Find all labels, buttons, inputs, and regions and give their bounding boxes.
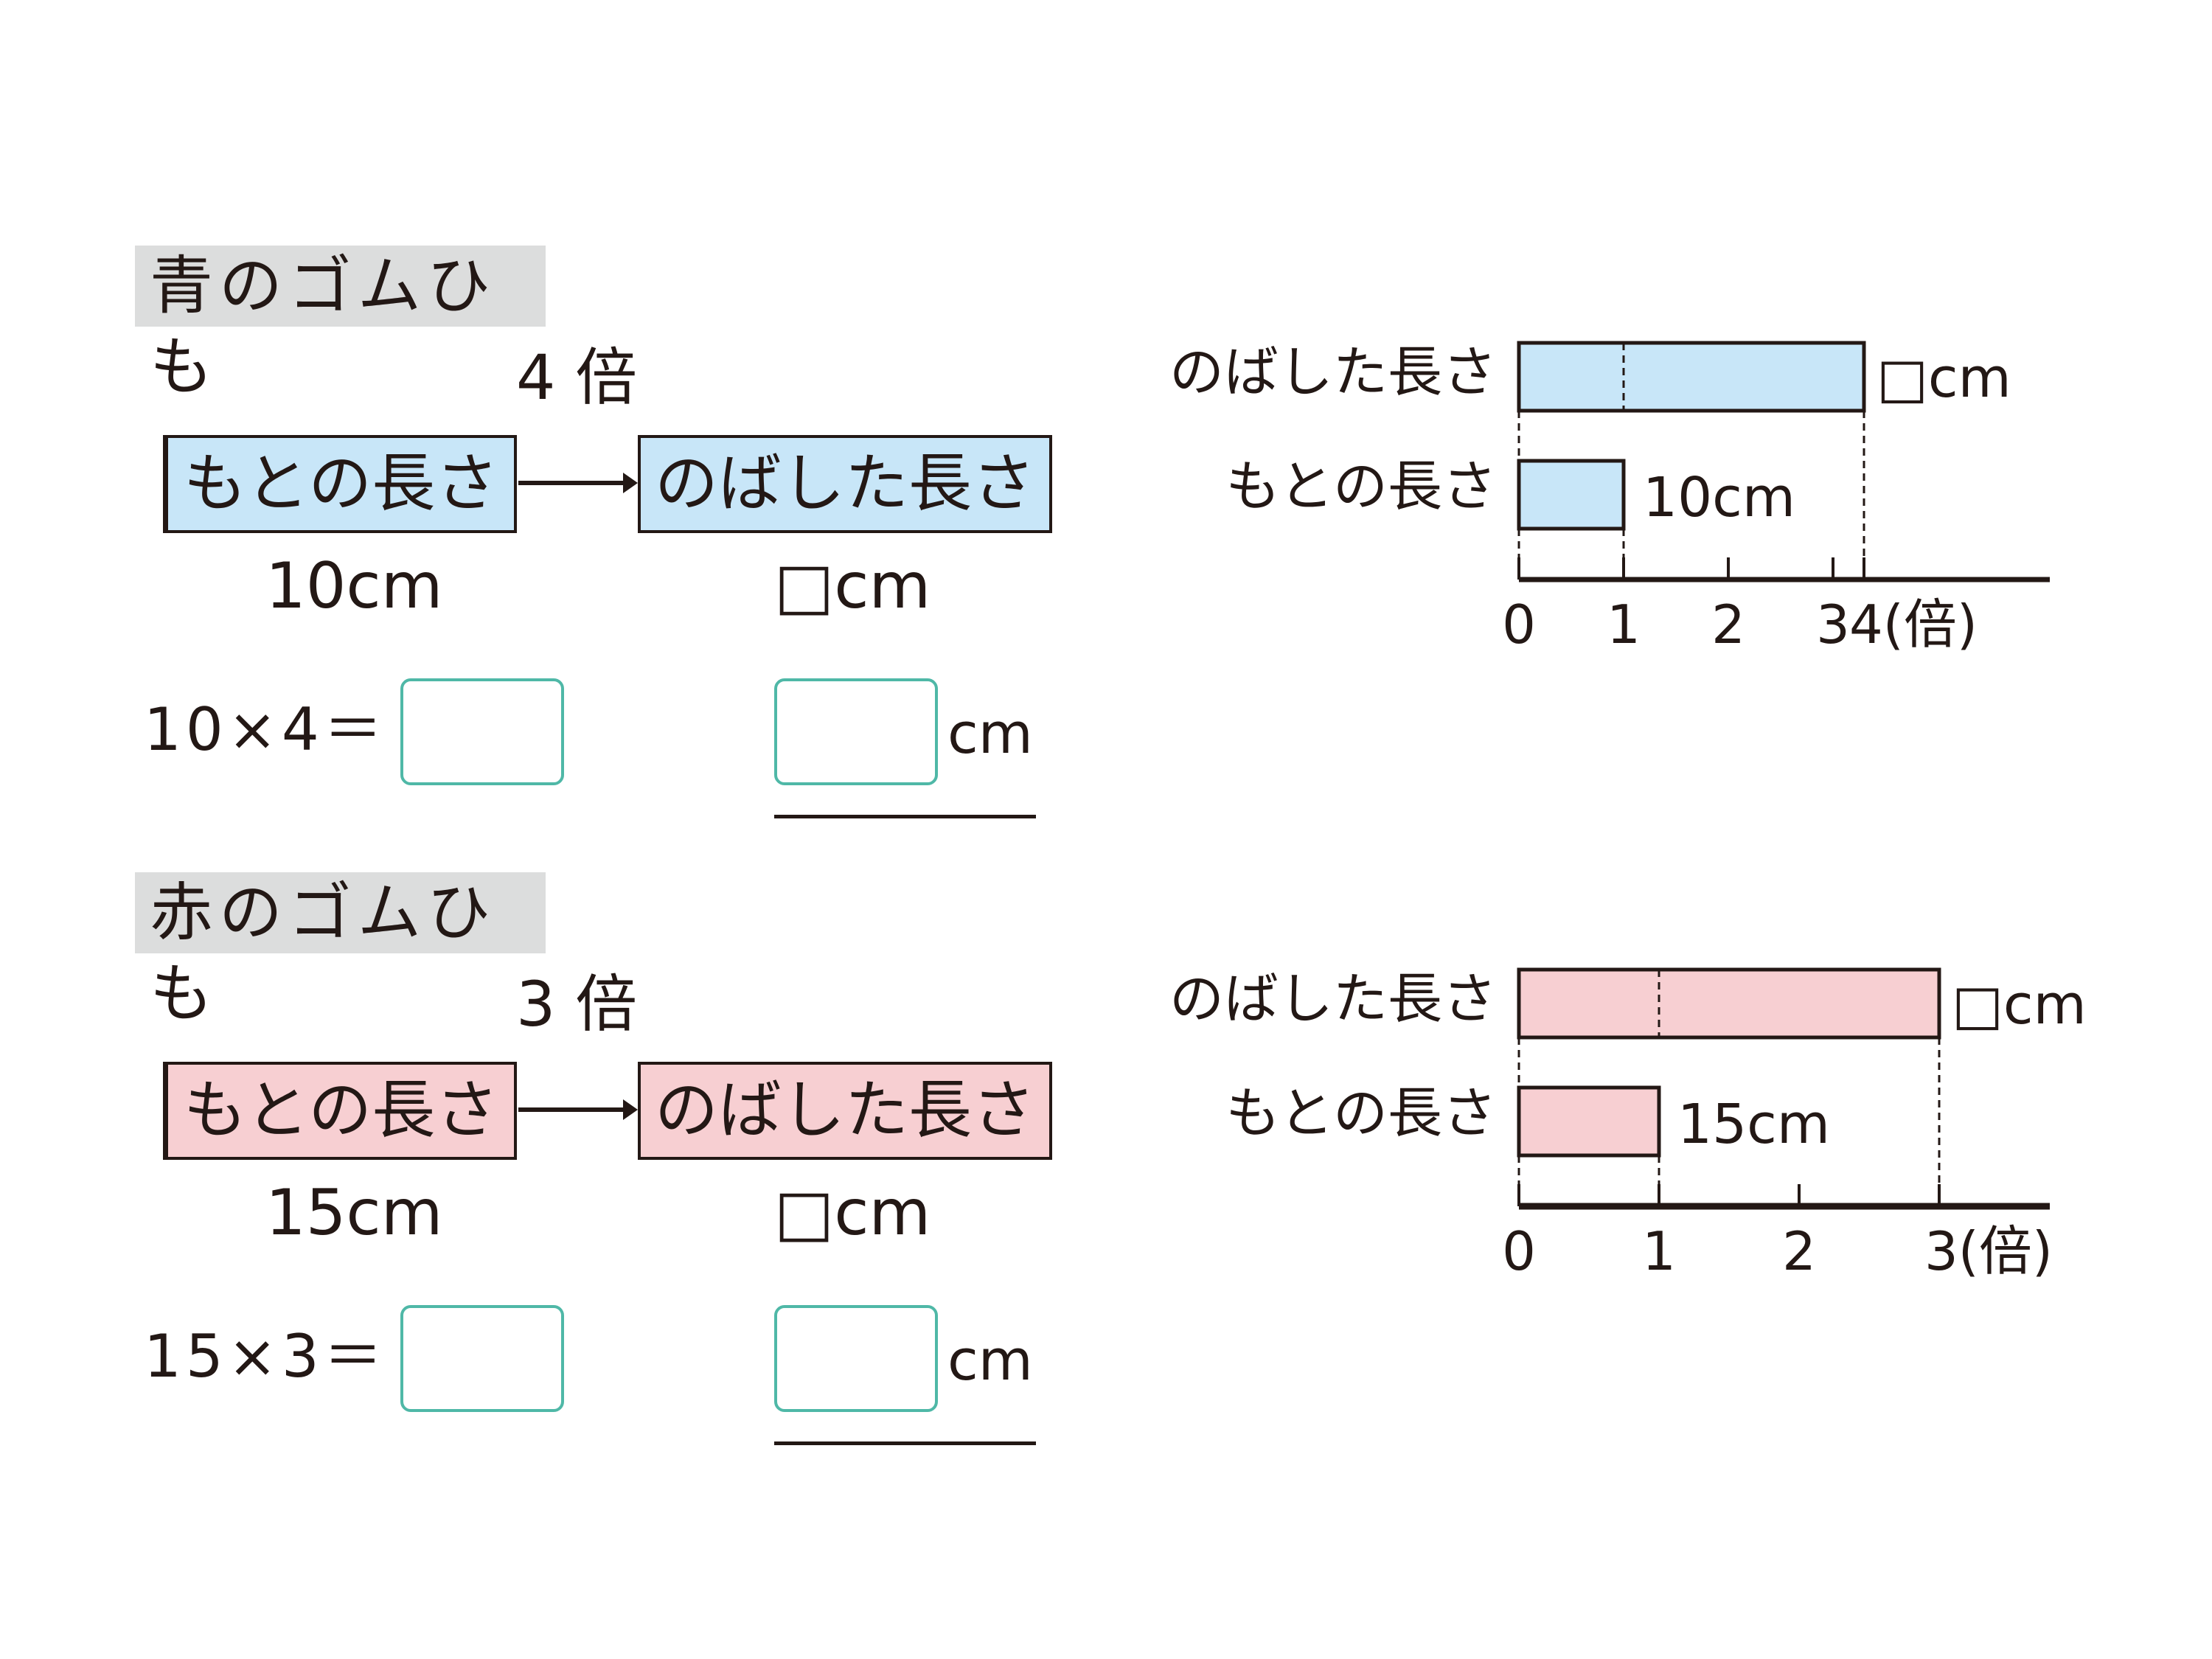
original-length-box: もとの長さ bbox=[163, 435, 517, 533]
original-length-box: もとの長さ bbox=[163, 1062, 517, 1160]
arrow-icon bbox=[518, 473, 638, 493]
section-title: 青のゴムひも bbox=[135, 246, 546, 404]
tick-label: 1 bbox=[1607, 594, 1641, 655]
equation: 10×4＝ bbox=[144, 695, 387, 764]
answer-underline bbox=[774, 1441, 1036, 1445]
stretched-value-label: □cm bbox=[1877, 347, 2011, 410]
final-answer-box[interactable] bbox=[774, 1305, 938, 1412]
stretched-length-value: □cm bbox=[774, 549, 931, 623]
calculation-answer-box[interactable] bbox=[400, 678, 564, 785]
stretched-length-box: のばした長さ bbox=[638, 435, 1052, 533]
blue-rubber-band-section: 青のゴムひも 4 倍 もとの長さ のばした長さ 10cm □cm 10×4＝ c… bbox=[0, 0, 2212, 818]
answer-unit: cm bbox=[947, 700, 1033, 766]
stretched-length-box: のばした長さ bbox=[638, 1062, 1052, 1160]
tick-label: 3 bbox=[1816, 594, 1850, 655]
stretched-value-label: □cm bbox=[1952, 973, 2087, 1037]
red-rubber-band-section: 赤のゴムひも 3 倍 もとの長さ のばした長さ 15cm □cm 15×3＝ c… bbox=[0, 627, 2212, 1445]
section-title: 赤のゴムひも bbox=[135, 872, 546, 1031]
original-length-value: 10cm bbox=[265, 549, 443, 623]
calculation-answer-box[interactable] bbox=[400, 1305, 564, 1412]
tick-label: 0 bbox=[1502, 1220, 1536, 1282]
stretched-tape bbox=[1517, 967, 1941, 1040]
multiplier-label: 3 倍 bbox=[516, 968, 638, 1040]
tick-label: 0 bbox=[1502, 594, 1536, 655]
tick-label: 3(倍) bbox=[1924, 1220, 2053, 1282]
stretched-row-label: のばした長さ bbox=[1169, 967, 1497, 1031]
original-row-label: もとの長さ bbox=[1225, 455, 1497, 518]
tick-label: 4(倍) bbox=[1849, 594, 1978, 655]
original-row-label: もとの長さ bbox=[1225, 1082, 1497, 1145]
final-answer-box[interactable] bbox=[774, 678, 938, 785]
tape-diagram: のばした長さ もとの長さ □cm 15cm 0 1 2 3(倍) bbox=[1169, 967, 2087, 1282]
tick-label: 2 bbox=[1782, 1220, 1816, 1282]
stretched-tape bbox=[1517, 341, 1866, 413]
original-tape bbox=[1517, 1085, 1661, 1158]
original-length-value: 15cm bbox=[265, 1176, 443, 1250]
stretched-length-value: □cm bbox=[774, 1176, 931, 1250]
original-tape bbox=[1517, 459, 1626, 531]
tick-label: 1 bbox=[1642, 1220, 1676, 1282]
stretched-row-label: のばした長さ bbox=[1169, 341, 1497, 404]
multiplier-label: 4 倍 bbox=[516, 341, 638, 414]
original-value-label: 10cm bbox=[1643, 466, 1795, 529]
original-value-label: 15cm bbox=[1677, 1093, 1830, 1156]
answer-unit: cm bbox=[947, 1327, 1033, 1393]
equation: 15×3＝ bbox=[144, 1322, 387, 1391]
answer-underline bbox=[774, 815, 1036, 818]
tick-label: 2 bbox=[1711, 594, 1745, 655]
arrow-icon bbox=[518, 1099, 638, 1120]
tape-diagram: のばした長さ もとの長さ □cm 10cm 0 1 2 3 4(倍) bbox=[1169, 341, 2050, 655]
